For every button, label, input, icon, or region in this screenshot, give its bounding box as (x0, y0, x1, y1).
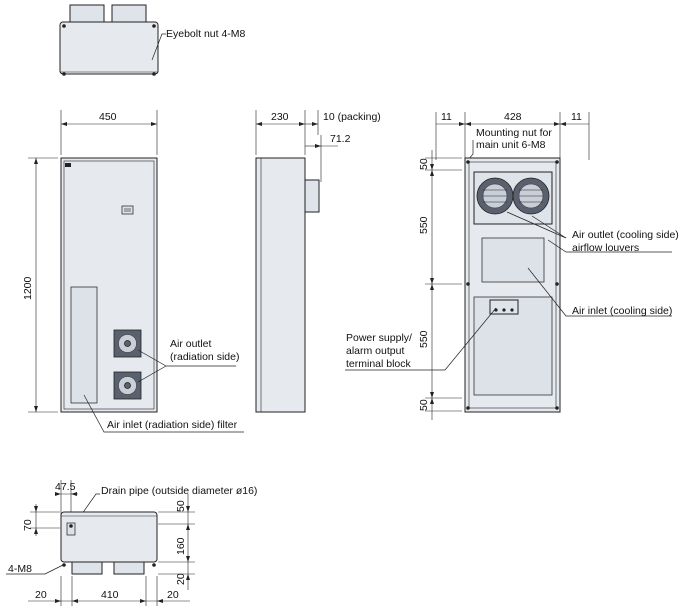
terminal-block (489, 299, 519, 315)
bottom-bolt-leader (6, 564, 64, 575)
air-inlet-cooling-leader (527, 267, 672, 317)
front-logo-mark (65, 163, 71, 167)
air-inlet-filter-leader (83, 394, 244, 433)
dim-bottom-right-top: 50 (175, 500, 187, 512)
mounting-nut-label-1: Mounting nut for (476, 127, 552, 139)
air-outlet-radiation-label-1: Air outlet (170, 338, 212, 350)
power-supply-label-3: terminal block (346, 358, 412, 370)
top-view: Eyebolt nut 4-M8 (59, 4, 246, 76)
dim-bottom-left-margin: 20 (35, 589, 47, 601)
bottom-fan-housing-right (113, 561, 145, 575)
bottom-view-body (60, 511, 158, 563)
air-inlet-cooling-label: Air inlet (cooling side) (572, 305, 672, 317)
bottom-fan-housing-left (71, 561, 103, 575)
air-outlet-radiation-leader (137, 349, 167, 367)
side-view-body (255, 157, 306, 413)
dim-front-height: 1200 (22, 276, 34, 300)
dim-back-bottom: 50 (418, 399, 430, 411)
dim-bottom-right-mid: 160 (175, 537, 187, 555)
front-view: 450 1200 Air outlet (radiation side) Air… (22, 110, 244, 433)
back-view: 11 428 11 Mounting nut for main unit 6-M… (345, 111, 679, 420)
front-nameplate (121, 205, 134, 215)
eyebolt-marker (62, 24, 66, 28)
power-supply-label-2: alarm output (346, 345, 404, 357)
power-supply-leader (345, 307, 497, 371)
dim-front-width: 450 (99, 111, 117, 123)
air-outlet-radiation-label-2: (radiation side) (170, 351, 239, 363)
top-view-body (59, 21, 159, 75)
dim-back-top: 50 (418, 158, 430, 170)
side-protrusion (304, 179, 320, 213)
airflow-louvers-label: airflow louvers (572, 242, 639, 254)
power-supply-label-1: Power supply/ (346, 332, 412, 344)
drain-pipe-label: Drain pipe (outside diameter ø16) (101, 485, 257, 497)
eyebolt-marker (152, 72, 156, 76)
side-view: 230 10 (packing) 71.2 (255, 110, 381, 413)
airflow-louvers-leader (547, 239, 672, 253)
eyebolt-label: Eyebolt nut 4-M8 (166, 28, 246, 40)
dim-bottom-left-height: 70 (22, 519, 34, 531)
dim-bottom-width: 410 (101, 589, 119, 601)
front-air-inlet-filter (70, 286, 98, 404)
back-air-inlet-panel (481, 237, 545, 283)
eyebolt-leader (151, 33, 166, 61)
mounting-nut-label-2: main unit 6-M8 (476, 139, 546, 151)
eyebolt-marker (152, 24, 156, 28)
dim-bottom-right-low: 20 (175, 573, 187, 585)
dim-side-depth: 230 (271, 111, 289, 123)
dim-back-margin-left: 11 (441, 111, 452, 123)
dim-back-margin-right: 11 (571, 111, 582, 123)
dim-side-offset: 71.2 (330, 133, 351, 145)
dim-back-width: 428 (504, 111, 522, 123)
dim-back-upper: 550 (418, 216, 430, 234)
bottom-view: 47.5 Drain pipe (outside diameter ø16) 7… (6, 480, 257, 606)
dim-back-lower: 550 (418, 330, 430, 348)
bottom-bolt-label: 4-M8 (8, 563, 32, 575)
mounting-nut-leader (467, 140, 474, 161)
air-inlet-filter-label: Air inlet (radiation side) filter (107, 419, 238, 431)
dim-drain-offset: 47.5 (55, 481, 76, 493)
drain-pipe (66, 522, 76, 536)
dim-bottom-right-margin: 20 (167, 589, 179, 601)
dim-packing: 10 (packing) (323, 111, 381, 123)
eyebolt-marker (62, 72, 66, 76)
air-outlet-cooling-leader (506, 211, 567, 239)
air-outlet-cooling-label: Air outlet (cooling side) (572, 229, 679, 241)
